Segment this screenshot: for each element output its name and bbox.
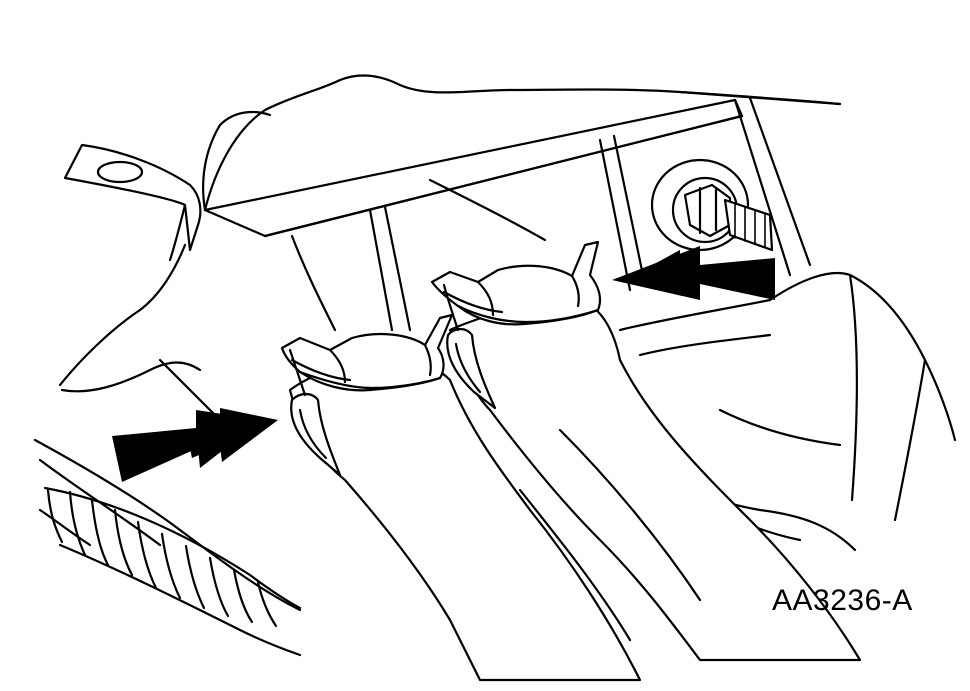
figure-id-label: AA3236-A <box>772 584 913 617</box>
bolt <box>650 158 774 252</box>
corrugated-hose <box>38 486 302 657</box>
right-clamp <box>430 240 601 410</box>
right-arrow-front <box>625 250 710 296</box>
left-arrow-front <box>186 408 278 462</box>
double-arrow-icon <box>612 246 775 300</box>
mounting-tab <box>63 143 202 252</box>
mounting-hole <box>96 160 144 184</box>
bracket-bar <box>203 98 744 238</box>
left-clamp <box>280 313 454 477</box>
double-arrow-icon <box>112 408 278 482</box>
